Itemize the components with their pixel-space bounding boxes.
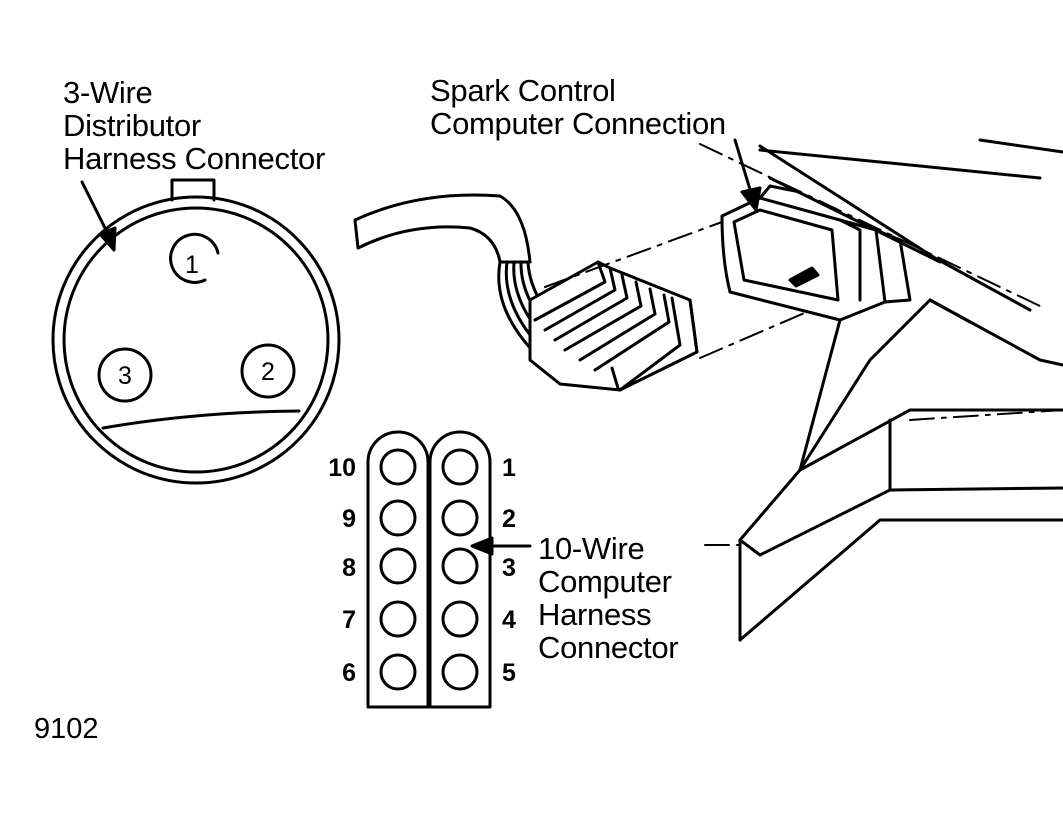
distributor-pin-2-label: 2 <box>261 358 275 386</box>
distributor-arrow <box>80 180 117 252</box>
harness-cable-sheath <box>353 193 532 264</box>
spark-label-line-1: Spark Control <box>430 73 616 108</box>
pin-number-2: 2 <box>502 505 516 533</box>
pin-number-7: 7 <box>342 606 356 634</box>
distributor-connector: 1 2 3 <box>51 178 341 485</box>
distributor-connector-inner-ring <box>62 206 330 474</box>
computer-harness-label-line-4: Connector <box>538 630 679 665</box>
computer-pin-10 <box>379 448 417 486</box>
computer-pin-4 <box>441 600 479 638</box>
computer-pin-6 <box>379 653 417 691</box>
pin-number-6: 6 <box>342 659 356 687</box>
pin-number-4: 4 <box>502 606 516 634</box>
computer-harness-arrow <box>470 536 532 556</box>
computer-pin-8 <box>379 547 417 585</box>
spark-label-line-2: Computer Connection <box>430 106 726 141</box>
distributor-label-line-2: Distributor <box>63 108 201 143</box>
spark-control-label: Spark Control Computer Connection <box>430 74 726 140</box>
computer-pin-5 <box>441 653 479 691</box>
distributor-pin-2-circle <box>240 343 296 399</box>
distributor-connector-key <box>170 178 216 202</box>
distributor-connector-flat <box>101 409 301 430</box>
pin-number-3: 3 <box>502 554 516 582</box>
pin-number-10: 10 <box>328 454 356 482</box>
computer-socket <box>720 196 887 322</box>
alignment-guides <box>544 143 1063 546</box>
pin-number-1: 1 <box>502 454 516 482</box>
computer-pin-2 <box>441 499 479 537</box>
computer-connector-left-column <box>366 430 430 709</box>
pin-number-9: 9 <box>342 505 356 533</box>
computer-pin-1 <box>441 448 479 486</box>
figure-number: 9102 <box>34 713 99 745</box>
computer-harness-label-line-3: Harness <box>538 597 652 632</box>
computer-harness-label: 10-Wire Computer Harness Connector <box>538 531 679 665</box>
distributor-connector-label: 3-Wire Distributor Harness Connector <box>63 76 325 175</box>
distributor-pin-1-label: 1 <box>185 251 199 279</box>
computer-pin-3 <box>441 547 479 585</box>
computer-bracket <box>738 298 1063 642</box>
computer-harness-label-line-2: Computer <box>538 564 672 599</box>
pin-number-5: 5 <box>502 659 516 687</box>
distributor-label-line-3: Harness Connector <box>63 141 325 176</box>
computer-harness-label-line-1: 10-Wire <box>538 531 645 566</box>
distributor-pin-1-circle <box>169 232 220 284</box>
computer-harness-connector <box>366 430 492 709</box>
spark-control-computer <box>720 138 1063 642</box>
computer-connector-right-column <box>428 430 492 709</box>
harness-plug <box>353 193 699 392</box>
computer-pin-7 <box>379 600 417 638</box>
distributor-pin-3-circle <box>97 347 153 403</box>
computer-pin-9 <box>379 499 417 537</box>
spark-control-arrow <box>733 138 762 212</box>
pin-number-8: 8 <box>342 554 356 582</box>
distributor-connector-outer-ring <box>51 195 341 485</box>
computer-housing-top <box>758 148 1042 180</box>
distributor-pin-3-label: 3 <box>118 362 132 390</box>
distributor-label-line-1: 3-Wire <box>63 75 153 110</box>
